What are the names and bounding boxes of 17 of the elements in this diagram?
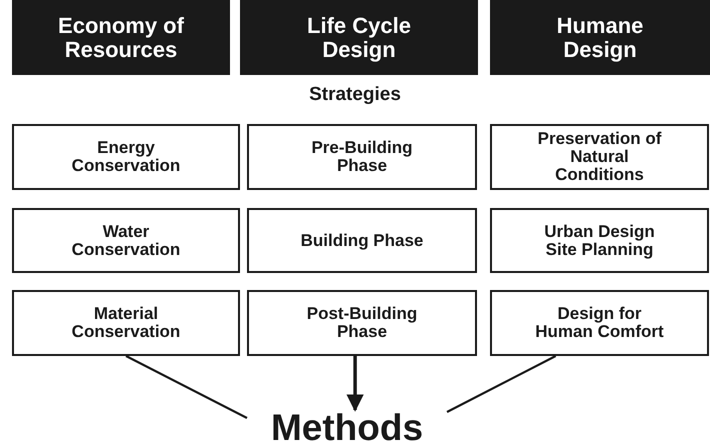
strategy-box: Preservation of Natural Conditions	[490, 124, 709, 190]
connector-line	[126, 355, 248, 419]
category-header: Life Cycle Design	[240, 0, 478, 75]
strategy-box: Material Conservation	[12, 290, 240, 356]
strategy-box: Design for Human Comfort	[490, 290, 709, 356]
strategy-box: Energy Conservation	[12, 124, 240, 190]
category-header: Economy of Resources	[12, 0, 230, 75]
result-text: Methods	[247, 410, 447, 447]
category-header: Humane Design	[490, 0, 710, 75]
section-heading: Strategies	[308, 84, 402, 106]
arrow	[346, 356, 364, 412]
strategy-box: Pre-Building Phase	[247, 124, 477, 190]
strategy-box: Building Phase	[247, 208, 477, 273]
strategy-box: Water Conservation	[12, 208, 240, 273]
strategy-box: Post-Building Phase	[247, 290, 477, 356]
strategy-box: Urban Design Site Planning	[490, 208, 709, 273]
connector-line	[446, 355, 556, 413]
